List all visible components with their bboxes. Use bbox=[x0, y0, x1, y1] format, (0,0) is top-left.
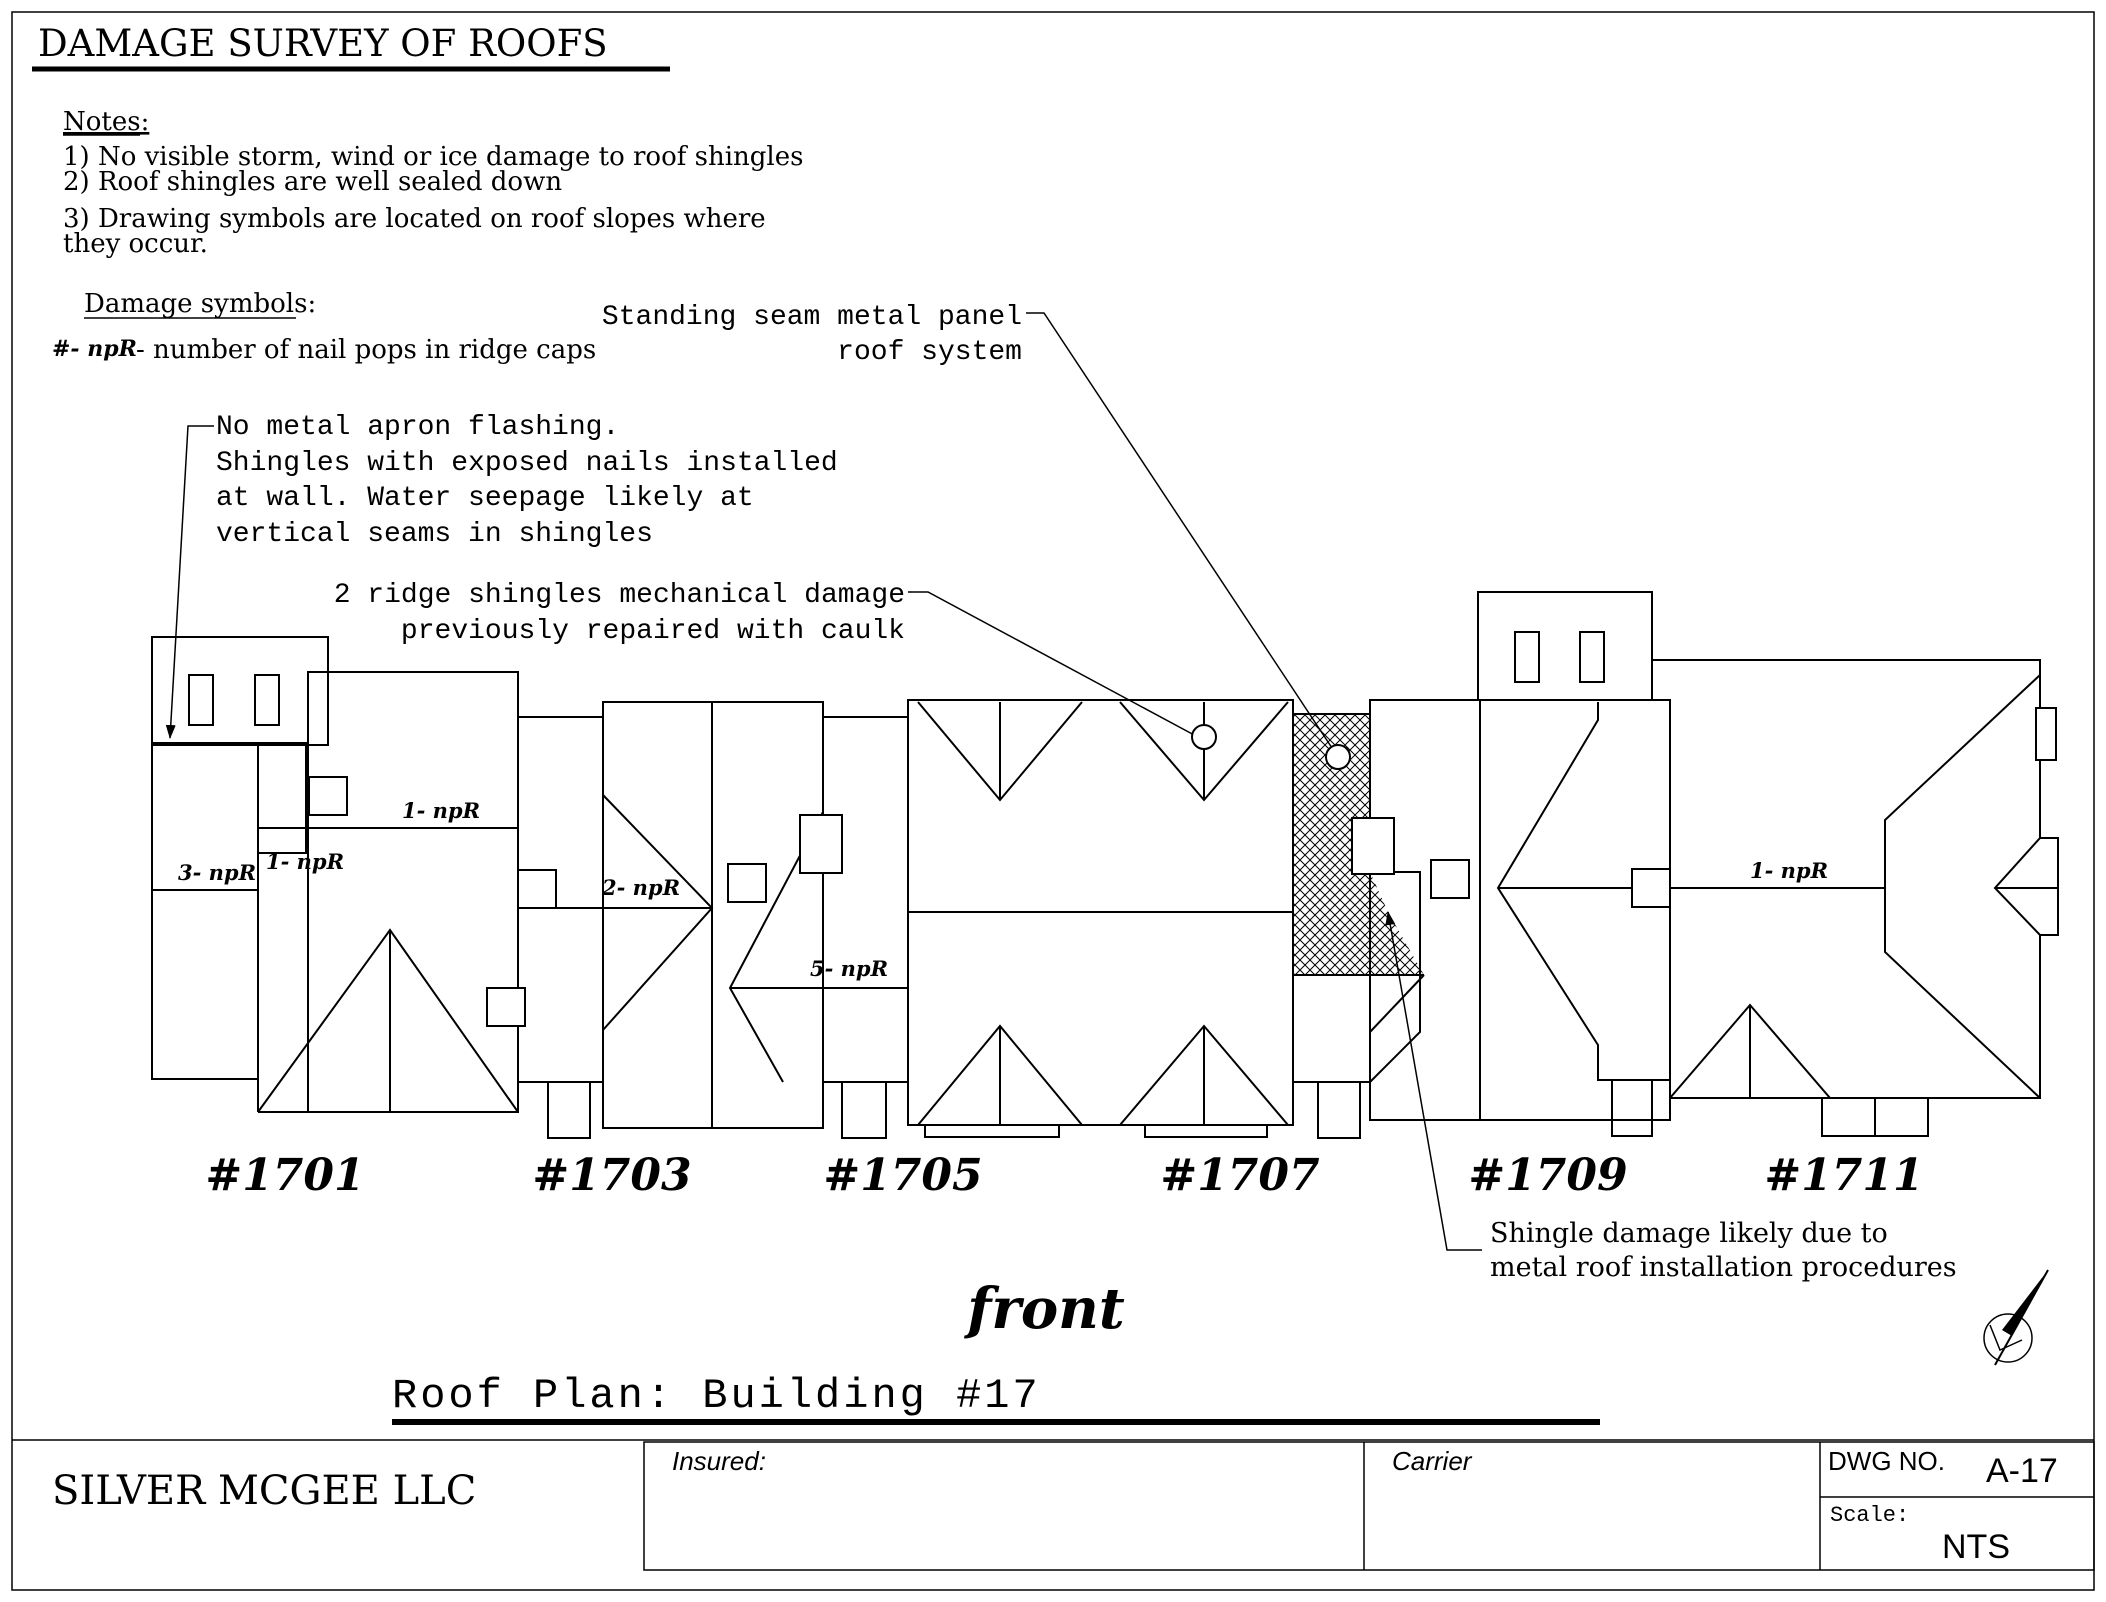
insured-label: Insured: bbox=[672, 1446, 766, 1476]
roof-unit-1707 bbox=[907, 699, 1294, 1138]
shingle-damage-leader bbox=[1385, 911, 1482, 1251]
roof-unit-1705 bbox=[728, 716, 909, 1139]
roof-unit-1711 bbox=[1631, 659, 2059, 1137]
carrier-label: Carrier bbox=[1392, 1446, 1473, 1476]
dwg-value: A-17 bbox=[1986, 1452, 2058, 1490]
apron-leader bbox=[165, 425, 214, 739]
ridge-label-1705: 5- npR bbox=[810, 956, 888, 981]
callout-metal-panel-line2: roof system bbox=[837, 337, 1022, 368]
title-block: SILVER MCGEE LLC Insured: Carrier DWG NO… bbox=[12, 1439, 2095, 1571]
callout-metal-panel-line1: Standing seam metal panel bbox=[602, 302, 1022, 333]
unit-label-1701: #1701 bbox=[205, 1150, 364, 1201]
metal-panel-roof bbox=[1293, 713, 1425, 1139]
ridge-label-1701-c: 1- npR bbox=[402, 798, 480, 823]
callout-ridge-line1: 2 ridge shingles mechanical damage bbox=[334, 580, 905, 611]
callout-apron-line3: at wall. Water seepage likely at bbox=[216, 483, 754, 514]
north-arrow-icon bbox=[1983, 1269, 2049, 1366]
sheet-title: DAMAGE SURVEY OF ROOFS bbox=[38, 22, 608, 65]
scale-value: NTS bbox=[1942, 1528, 2010, 1566]
dwg-label: DWG NO. bbox=[1828, 1446, 1945, 1476]
roof-plan: 3- npR 1- npR 1- npR 2- npR 5- npR 1- np… bbox=[151, 591, 2059, 1139]
callout-apron-line4: vertical seams in shingles bbox=[216, 519, 653, 550]
roof-unit-1701 bbox=[151, 636, 526, 1113]
roof-unit-1709 bbox=[1351, 591, 1671, 1137]
roof-unit-1703 bbox=[517, 701, 824, 1139]
callout-shingle-damage-line2: metal roof installation procedures bbox=[1490, 1252, 1957, 1283]
callout-shingle-damage-line1: Shingle damage likely due to bbox=[1490, 1218, 1888, 1249]
note-1: 1) No visible storm, wind or ice damage … bbox=[63, 142, 803, 172]
plan-title: Roof Plan: Building #17 bbox=[392, 1372, 1041, 1420]
unit-label-1703: #1703 bbox=[532, 1150, 691, 1201]
note-3: 3) Drawing symbols are located on roof s… bbox=[63, 204, 766, 234]
note-3-cont: they occur. bbox=[63, 229, 208, 259]
front-label: front bbox=[963, 1276, 1125, 1342]
scale-label: Scale: bbox=[1830, 1503, 1909, 1528]
unit-label-1709: #1709 bbox=[1468, 1150, 1627, 1201]
callout-ridge-line2: previously repaired with caulk bbox=[401, 616, 905, 647]
sheet-border bbox=[11, 11, 2095, 1591]
repair-marker bbox=[1191, 724, 1217, 750]
unit-label-1705: #1705 bbox=[823, 1150, 982, 1201]
ridge-label-1701-b: 1- npR bbox=[266, 849, 344, 874]
company-name: SILVER MCGEE LLC bbox=[52, 1468, 476, 1514]
ridge-label-1711: 1- npR bbox=[1750, 858, 1828, 883]
ridge-label-1703: 2- npR bbox=[601, 875, 680, 900]
callout-apron-line1: No metal apron flashing. bbox=[216, 412, 619, 443]
damage-symbol-description: - number of nail pops in ridge caps bbox=[136, 335, 596, 365]
damage-symbol: #- npR bbox=[52, 336, 137, 362]
unit-label-1711: #1711 bbox=[1764, 1150, 1923, 1201]
damage-symbols-heading: Damage symbols: bbox=[84, 289, 316, 319]
ridge-label-1701-a: 3- npR bbox=[178, 860, 256, 885]
notes-heading: Notes: bbox=[63, 107, 149, 137]
callout-apron-line2: Shingles with exposed nails installed bbox=[216, 448, 838, 479]
unit-label-1707: #1707 bbox=[1160, 1150, 1320, 1201]
ridge-leader bbox=[908, 591, 1197, 737]
note-2: 2) Roof shingles are well sealed down bbox=[63, 167, 562, 197]
metal-panel-leader bbox=[1026, 312, 1339, 758]
